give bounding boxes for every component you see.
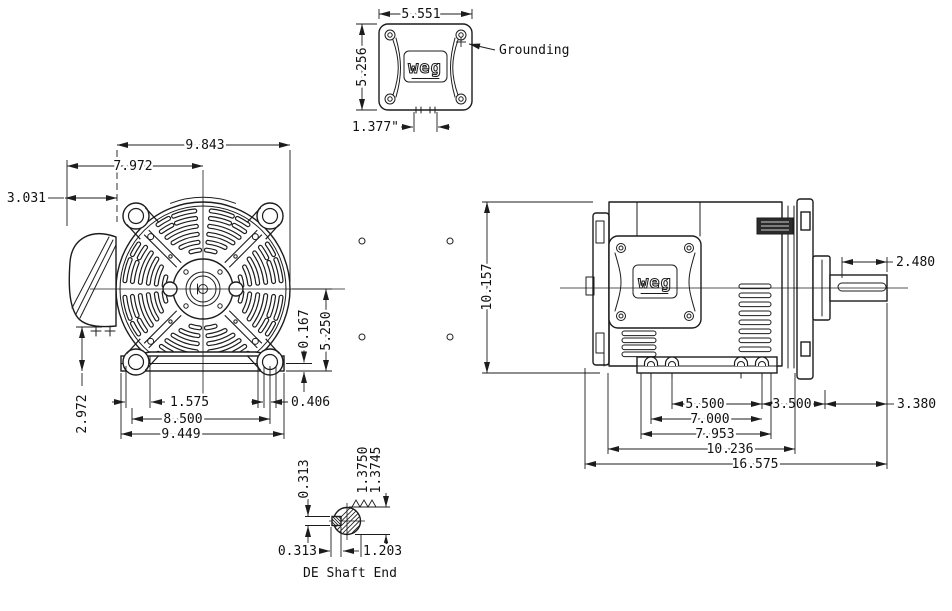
- shaft-keyway: [837, 282, 887, 292]
- weg-logo-side: weg: [638, 273, 672, 293]
- dim-key-width: 0.313: [278, 544, 317, 559]
- dim-face-to-shaft: 3.380: [897, 397, 936, 412]
- grounding-callout: Grounding: [456, 37, 572, 61]
- dim-box-width: 5.551: [401, 7, 440, 22]
- dim-overall-length: 16.575: [732, 457, 779, 472]
- dim-foot-outer: 7.000: [690, 412, 729, 427]
- terminal-box-outline: [378, 23, 473, 111]
- shaft-end-detail: 1.3750 1.3745 0.313 0.313 1.203 DE Shaft…: [275, 444, 404, 583]
- weg-logo-frame: [403, 50, 448, 83]
- fan-cover-side: [592, 212, 610, 366]
- dim-foot-pad: 0.167: [297, 309, 312, 348]
- weg-logo: weg: [408, 58, 442, 78]
- dim-box-depth: 3.031: [7, 191, 46, 206]
- cover-waist-left2: [395, 37, 401, 98]
- dim-shaft-dia-max: 1.3750: [356, 447, 371, 494]
- dim-conduit-spacing: 1.377": [352, 120, 399, 135]
- cover-clip-bottom: [595, 332, 605, 354]
- detail-caption: DE Shaft End: [303, 566, 397, 581]
- grounding-label: Grounding: [499, 43, 569, 58]
- dim-base-pads: 7.953: [695, 427, 734, 442]
- terminal-box-profile: [68, 233, 117, 337]
- dim-key-flat: 1.203: [363, 544, 402, 559]
- cover-waist-right2: [450, 37, 456, 98]
- dim-box-to-centerline: 7.972: [113, 159, 152, 174]
- mount-ears-bottom: [122, 333, 454, 376]
- bracket-bolt-bottom: [800, 341, 811, 357]
- nameplate: [756, 217, 794, 235]
- terminal-box-side: weg: [608, 235, 702, 329]
- dim-slot-offset: 1.575: [170, 395, 209, 410]
- cover-clip-top: [595, 220, 605, 244]
- motor-front-view: 9.843 7.972 3.031 5.250 0.167 2.972 1.57…: [4, 136, 454, 445]
- dim-box-to-base: 2.972: [75, 394, 90, 433]
- dim-slot-width: 0.406: [291, 395, 330, 410]
- cover-waist-left: [392, 39, 399, 96]
- key-hatch: [332, 516, 341, 526]
- dim-base-length: 10.236: [707, 442, 754, 457]
- terminal-box-top-view: weg 5.551 5.256 1.377" Grounding: [350, 5, 572, 138]
- dim-cover-diameter: 9.843: [185, 138, 224, 153]
- conduit-marks: [415, 106, 436, 114]
- shaft-hatch: [334, 508, 360, 534]
- dim-foot-to-face: 3.500: [772, 397, 811, 412]
- dim-motor-height: 10.157: [480, 264, 495, 311]
- mount-ears-top: [122, 202, 454, 245]
- dim-base-width: 9.449: [161, 427, 200, 442]
- surface-finish-symbol: [351, 499, 377, 508]
- dim-center-to-base: 5.250: [319, 311, 334, 350]
- bracket-bolt-top: [800, 211, 811, 231]
- dim-slot-span: 8.500: [163, 412, 202, 427]
- fan-vents: [122, 208, 284, 370]
- dim-box-height: 5.256: [355, 47, 370, 86]
- dim-foot-inner: 5.500: [685, 397, 724, 412]
- dim-key-height: 0.313: [297, 459, 312, 498]
- cover-waist-right: [452, 39, 459, 96]
- cover-screws: [384, 29, 467, 105]
- dim-shaft-dia-min: 1.3745: [369, 447, 384, 494]
- cover-tab: [585, 276, 595, 296]
- motor-side-view: weg 10.157 2.480 5.500 3.500 3.380 7.000: [478, 198, 939, 475]
- dim-shaft-extension: 2.480: [896, 255, 935, 270]
- weg-logo-frame-side: [632, 264, 678, 299]
